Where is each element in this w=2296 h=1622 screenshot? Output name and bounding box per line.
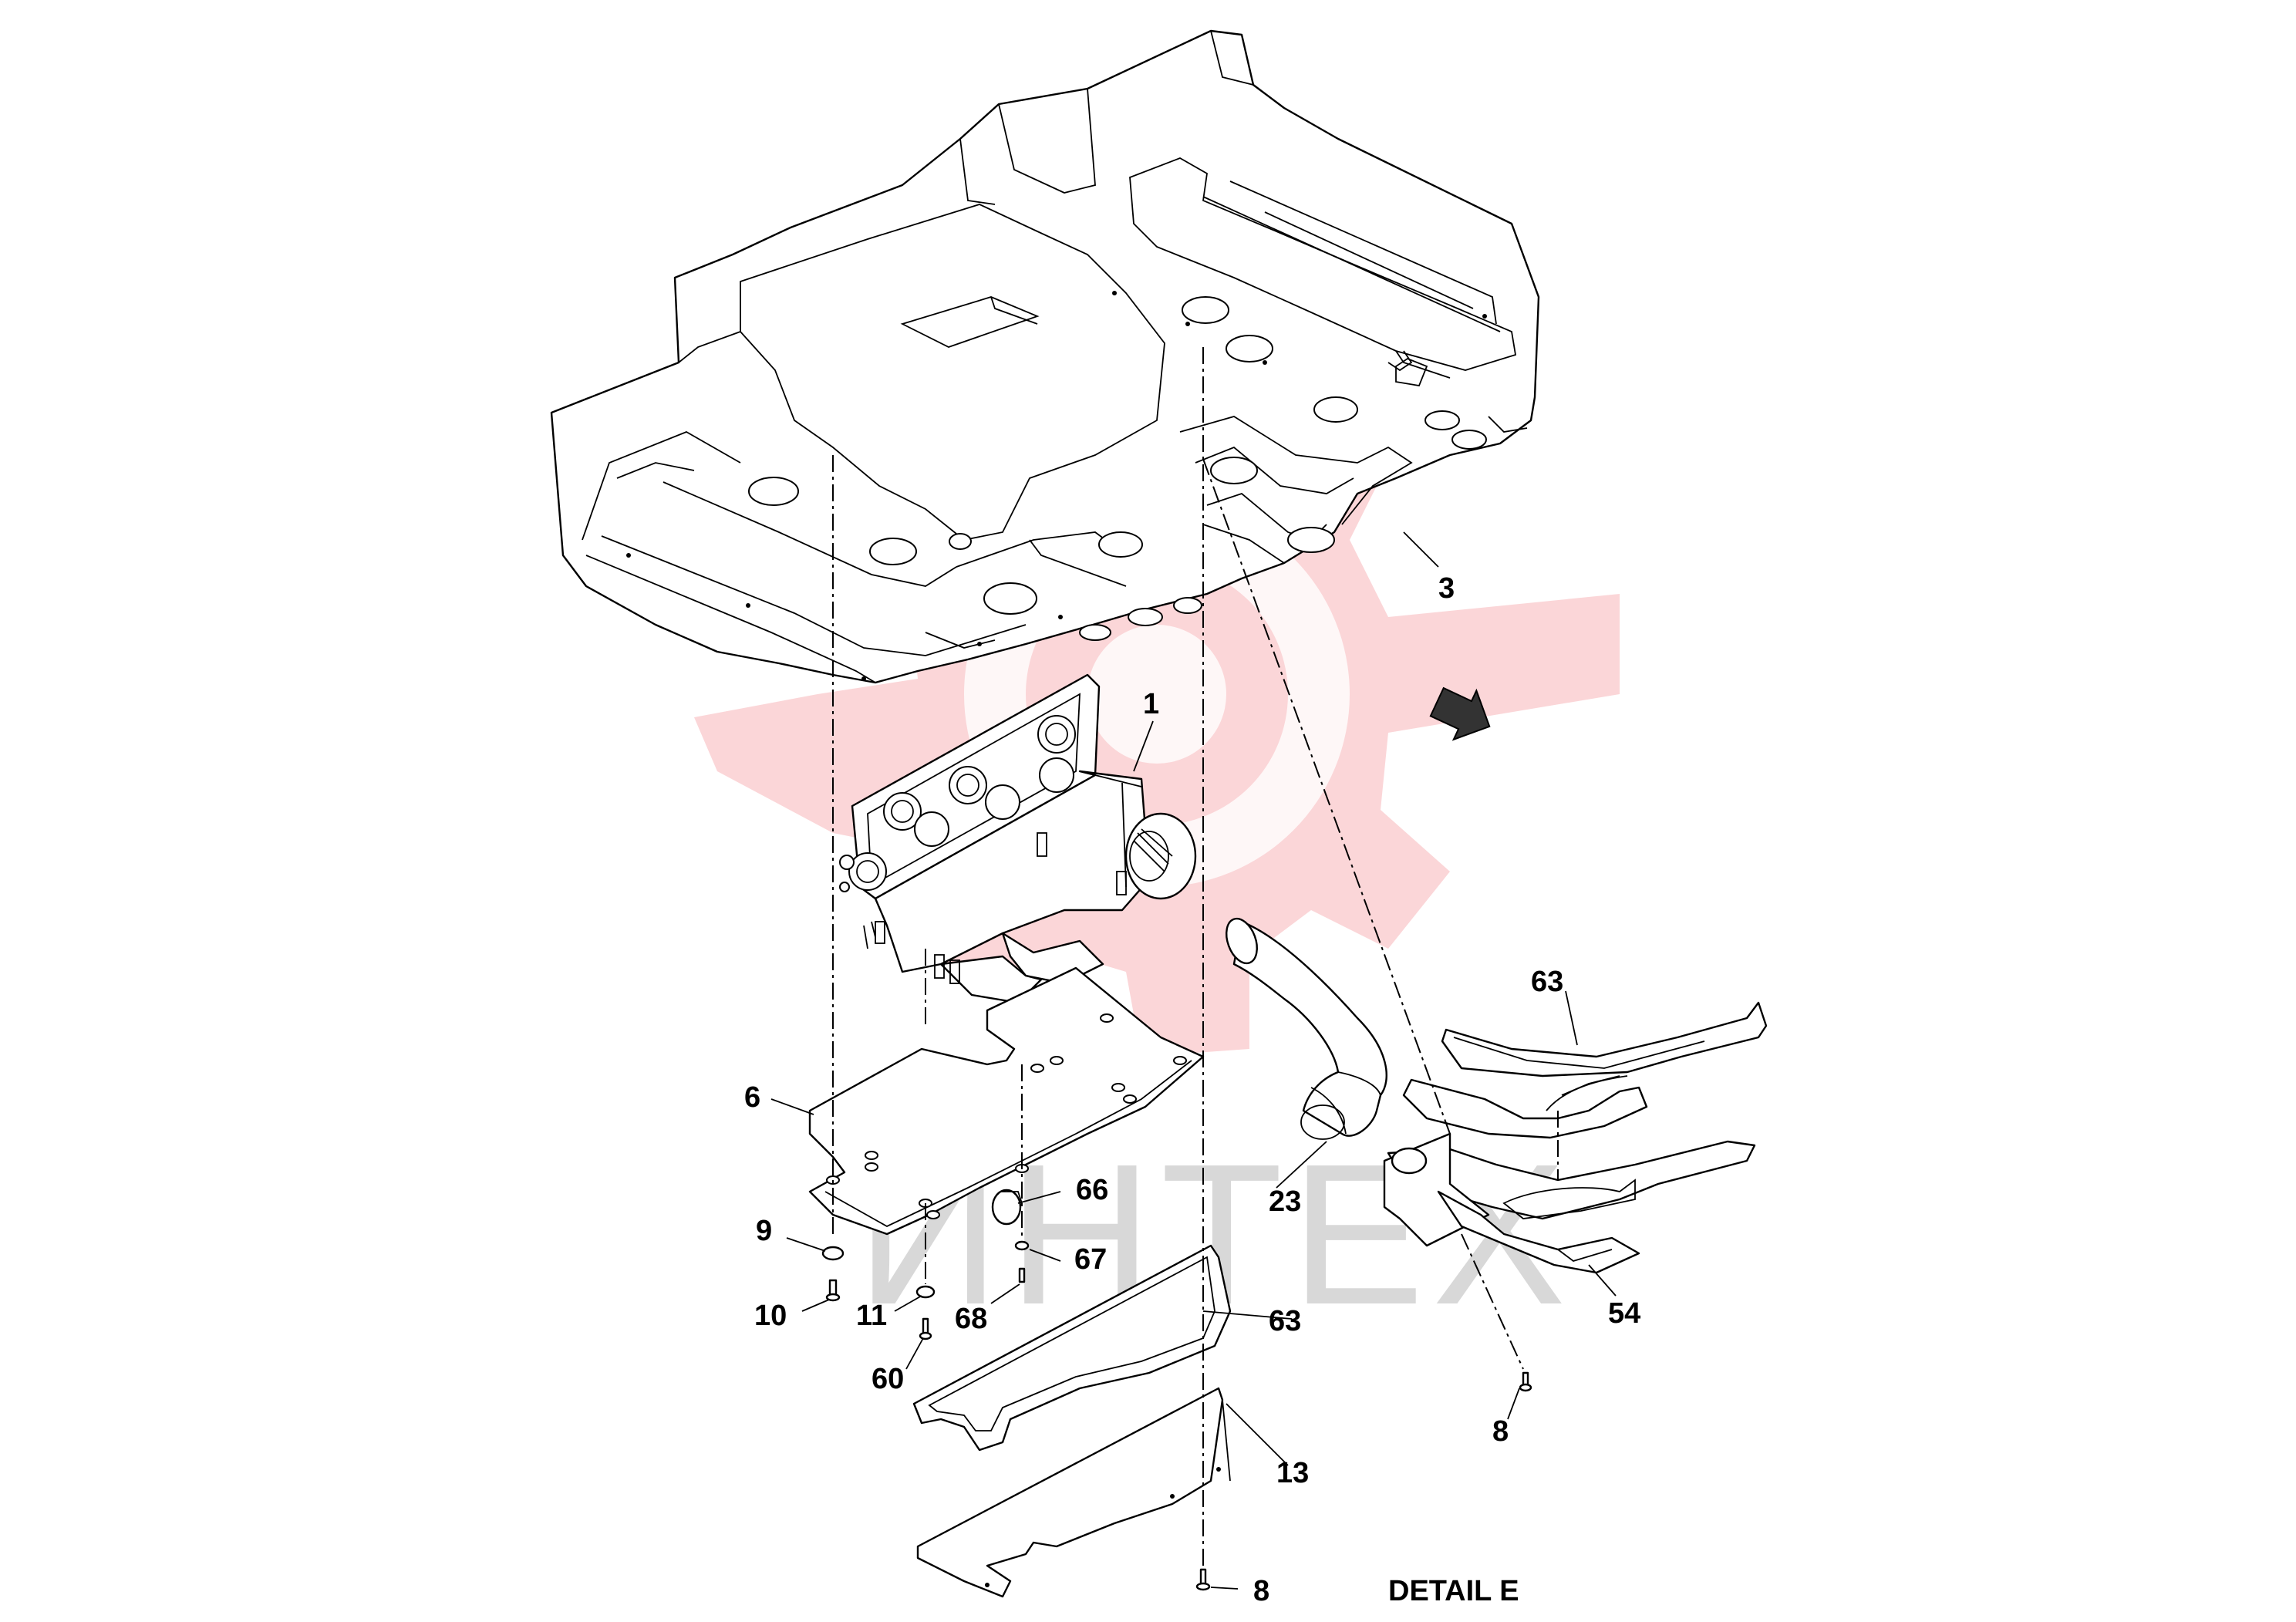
heater-duct-part: [1226, 917, 1387, 1140]
callout-23: 23: [1269, 1185, 1301, 1218]
callout-60: 60: [872, 1363, 904, 1395]
gasket-seal-part: [912, 1244, 1232, 1452]
seal-plate-part: [916, 1387, 1231, 1598]
callout-11: 11: [856, 1300, 887, 1332]
leader-lines: [770, 531, 1617, 1590]
callout-63-lower: 63: [1269, 1305, 1301, 1337]
callout-54: 54: [1608, 1297, 1640, 1330]
callout-1: 1: [1143, 688, 1159, 720]
callout-10: 10: [754, 1300, 787, 1332]
callout-66: 66: [1076, 1174, 1108, 1206]
cover-plate-part: [808, 966, 1205, 1236]
callout-63-upper: 63: [1531, 966, 1563, 998]
cab-floor-part: [550, 29, 1540, 684]
air-duct-part: [1383, 1001, 1768, 1274]
assembly-lines: [832, 347, 1559, 1566]
callout-8-bottom: 8: [1253, 1575, 1269, 1607]
callout-13: 13: [1276, 1457, 1309, 1489]
forward-arrow-icon: [1429, 686, 1491, 741]
callout-3: 3: [1438, 572, 1455, 605]
callout-6: 6: [744, 1081, 760, 1114]
detail-caption: DETAIL E: [1388, 1575, 1519, 1607]
callout-8-right: 8: [1492, 1415, 1509, 1448]
callout-68: 68: [955, 1303, 987, 1335]
callout-labels: 3 1 6 9 10 11 60 66 67 68 23 63 63 54 8 …: [744, 572, 1640, 1607]
callout-9: 9: [756, 1215, 772, 1247]
callout-67: 67: [1074, 1243, 1107, 1276]
fasteners: [821, 1189, 1532, 1591]
